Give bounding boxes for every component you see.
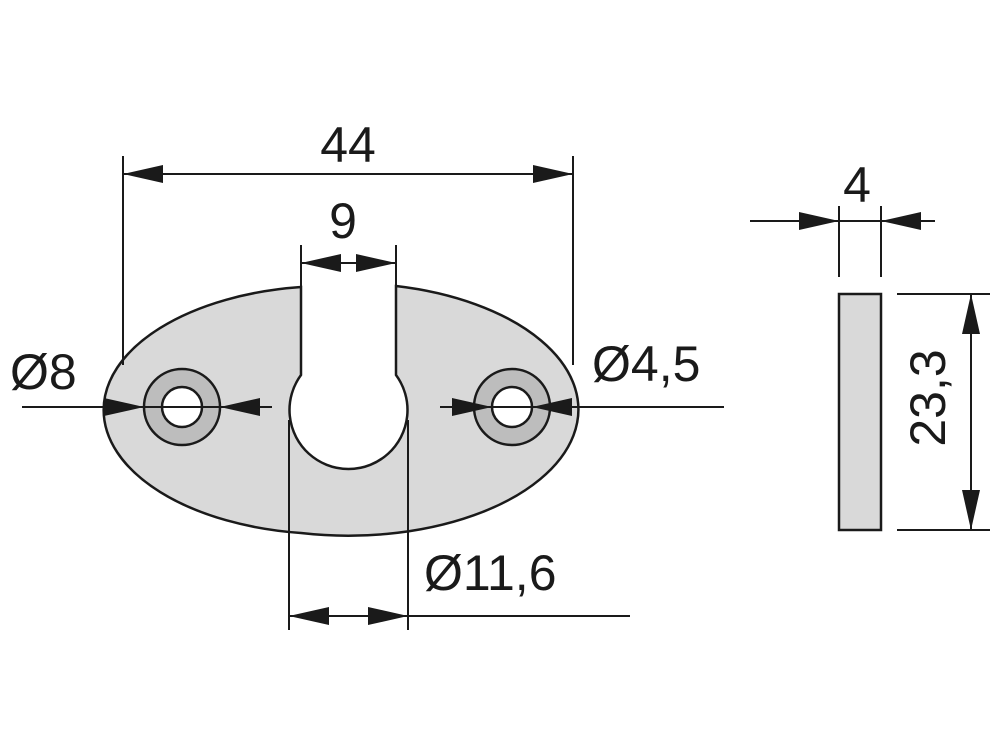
- thickness-label: 4: [843, 157, 871, 213]
- bushing-arrowhead-left: [104, 398, 144, 416]
- mounting-plate-side-view: [837, 292, 883, 532]
- overall-length-dimension: 44: [122, 117, 574, 365]
- arrowhead-left: [123, 165, 163, 183]
- bushing-diameter-dimension: Ø8: [10, 344, 272, 416]
- height-label: 23,3: [900, 349, 956, 446]
- slot-width-dimension: 9: [300, 193, 397, 288]
- height-arrowhead-top: [962, 294, 980, 334]
- height-dimension: 23,3: [897, 293, 990, 531]
- slot-arrowhead-right: [356, 254, 396, 272]
- height-arrowhead-bottom: [962, 490, 980, 530]
- bushing-diameter-label: Ø8: [10, 344, 77, 400]
- center-hole-dimension: Ø11,6: [288, 420, 630, 630]
- center-hole-diameter-label: Ø11,6: [424, 545, 557, 601]
- overall-length-label: 44: [320, 117, 376, 173]
- hole-arrowhead-left: [452, 398, 492, 416]
- bushing-arrowhead-right: [220, 398, 260, 416]
- arrowhead-right: [533, 165, 573, 183]
- thickness-dimension: 4: [750, 157, 935, 277]
- hole-diameter-dimension: Ø4,5: [440, 336, 724, 416]
- center-arrowhead-right: [368, 607, 408, 625]
- hole-arrowhead-right: [532, 398, 572, 416]
- slot-width-label: 9: [329, 193, 357, 249]
- thickness-arrowhead-right: [881, 212, 921, 230]
- mounting-plate-front-view: [102, 284, 580, 537]
- hole-diameter-label: Ø4,5: [592, 336, 700, 392]
- slot-arrowhead-left: [301, 254, 341, 272]
- center-arrowhead-left: [289, 607, 329, 625]
- thickness-arrowhead-left: [799, 212, 839, 230]
